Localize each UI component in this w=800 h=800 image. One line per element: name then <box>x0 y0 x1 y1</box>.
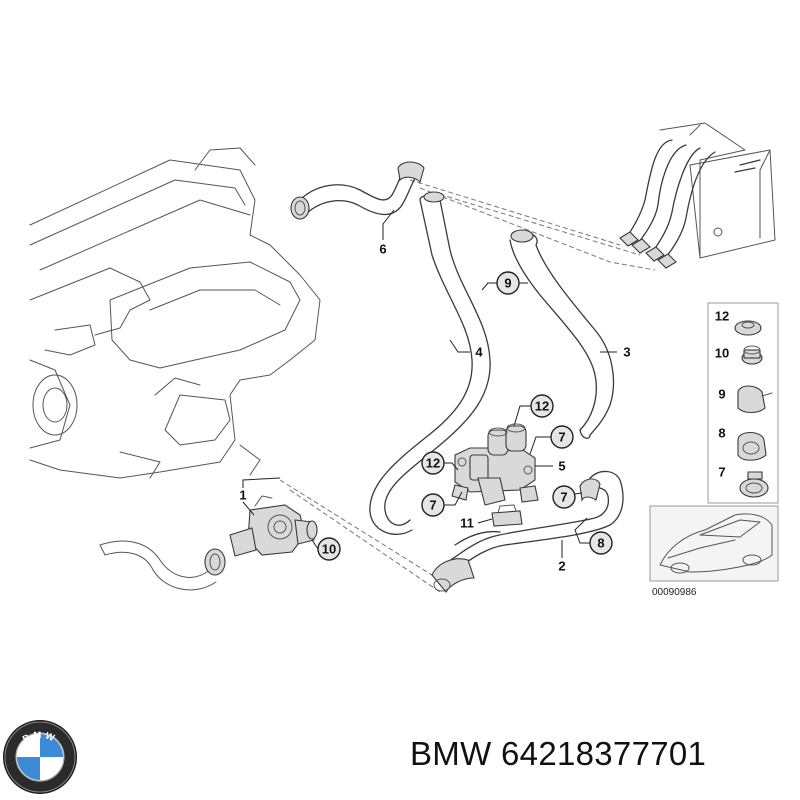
hose-6 <box>290 161 425 220</box>
parts-legend <box>707 302 779 504</box>
hose-2 <box>431 470 624 593</box>
grommet-icon <box>734 320 762 336</box>
part-number-caption: BMW 64218377701 <box>410 735 707 772</box>
valve-5 <box>451 423 539 506</box>
callout-label-c5: 5 <box>558 459 565 474</box>
legend-label-12: 12 <box>715 309 729 324</box>
callout-circle <box>530 394 554 418</box>
part-11-connector <box>491 504 523 527</box>
legend-label-7: 7 <box>718 465 725 480</box>
callout-label-c3: 3 <box>623 345 630 360</box>
svg-text:BMW: BMW <box>21 730 59 745</box>
callout-label-c7b: 7 <box>429 498 436 513</box>
image-code-label: 00090986 <box>652 587 697 598</box>
callout-circle <box>317 537 341 561</box>
engine-outline <box>29 147 321 479</box>
cap-icon <box>741 345 763 365</box>
callout-label-c8: 8 <box>597 536 604 551</box>
dashed-connection-lines <box>279 179 656 593</box>
callout-circle <box>421 493 445 517</box>
legend-label-9: 9 <box>718 387 725 402</box>
callout-label-c11: 11 <box>460 516 474 531</box>
water-pump-1 <box>229 495 318 557</box>
callout-circle <box>552 485 576 509</box>
callout-label-c6: 6 <box>379 242 386 257</box>
callout-label-c9: 9 <box>504 276 511 291</box>
heater-pipes <box>619 139 761 269</box>
hose-clamp-icon <box>739 471 769 498</box>
callout-label-c4: 4 <box>475 345 483 360</box>
callout-circle <box>496 271 520 295</box>
hose-4 <box>369 191 491 535</box>
car-thumbnail <box>649 505 779 582</box>
callout-label-c2: 2 <box>558 559 565 574</box>
heater-core <box>659 122 776 259</box>
callout-circle <box>550 425 574 449</box>
callout-label-c12a: 12 <box>535 399 549 414</box>
callout-label-c7a: 7 <box>558 430 565 445</box>
callout-label-c12b: 12 <box>426 456 440 471</box>
hose-clip-icon <box>737 385 773 414</box>
legend-labels: 12 10 9 8 7 <box>715 309 729 480</box>
callout-label-c1: 1 <box>239 488 246 503</box>
callout-circle <box>421 451 445 475</box>
callout-label-c7c: 7 <box>560 490 567 505</box>
spring-clamp-icon <box>737 431 767 461</box>
pump-inlet-hose <box>99 540 226 591</box>
hose-3 <box>509 229 615 439</box>
callout-circle <box>589 531 613 555</box>
callout-label-c10: 10 <box>322 542 336 557</box>
legend-label-10: 10 <box>715 346 729 361</box>
legend-label-8: 8 <box>718 426 725 441</box>
bmw-roundel-logo: BMW <box>3 720 77 794</box>
leader-lines <box>242 209 617 558</box>
